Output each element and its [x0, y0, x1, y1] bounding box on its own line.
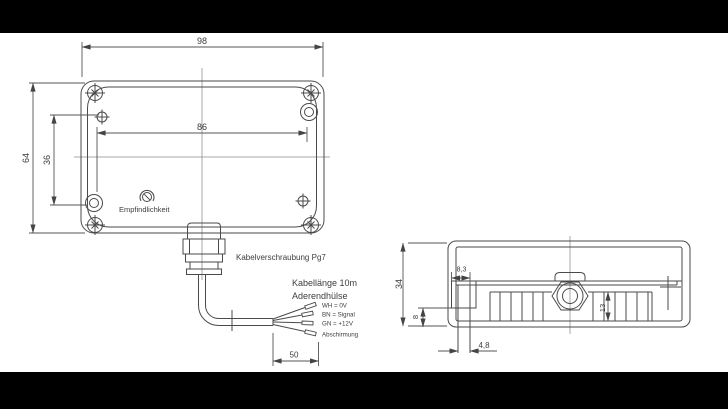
- cable-assembly: Kabellänge 10m Aderendhülse WH = 0V BN =…: [199, 275, 359, 367]
- sensitivity-pot-icon: [140, 190, 154, 201]
- dimension-hole-spacing: 36: [42, 115, 99, 205]
- enclosure-lid-seam: [88, 87, 317, 227]
- dim-8-3-value: 8,3: [457, 267, 467, 274]
- right-bracket-detail: [659, 276, 682, 310]
- phillips-screw-bottom-left: [85, 215, 105, 235]
- dim-86-value: 86: [197, 122, 207, 132]
- cable-outer-line: [199, 275, 274, 326]
- wire-label-wh: WH = 0V: [322, 303, 348, 310]
- wire-gn: [273, 321, 313, 325]
- dimension-element-height: 13: [598, 291, 611, 322]
- dim-98-value: 98: [197, 36, 207, 46]
- dim-34-value: 34: [394, 279, 404, 289]
- dim-13-value: 13: [598, 304, 607, 312]
- sensor-housing: [452, 281, 477, 308]
- letterbox-top-bar: [0, 0, 728, 33]
- dim-50-value: 50: [290, 351, 299, 360]
- ferrule-label: Aderendhülse: [292, 291, 348, 301]
- sensor-element-band: [490, 292, 652, 321]
- wire-label-bn: BN = Signal: [322, 312, 355, 319]
- letterbox-bottom-bar: [0, 372, 728, 409]
- mounting-boss-left: [86, 195, 103, 212]
- dimension-outer-width: 98: [82, 36, 323, 77]
- dimension-lens-width: 4,8: [438, 341, 497, 354]
- gland-label: Kabelverschraubung Pg7: [236, 253, 326, 262]
- phillips-screw-top-right: [301, 83, 321, 103]
- cable-length-label: Kabellänge 10m: [292, 278, 357, 288]
- side-outer-outline: [448, 241, 690, 327]
- lens-column: [458, 285, 470, 353]
- mounting-hole-top-left: [95, 110, 110, 125]
- dimension-lens-offset: 8,3: [452, 267, 471, 286]
- side-view: 34 8,3 8 13 4,8: [394, 236, 690, 354]
- dimension-outer-height: 64: [21, 83, 85, 233]
- wire-wh: [273, 302, 316, 319]
- sensitivity-label: Empfindlichkeit: [119, 205, 170, 214]
- pcb-bar: [456, 281, 677, 285]
- dim-36-value: 36: [42, 155, 52, 165]
- dim-8-value: 8: [411, 315, 420, 319]
- wire-label-gn: GN = +12V: [322, 321, 354, 328]
- cable-gland-front: [183, 223, 225, 275]
- enclosure-outer-outline: [81, 81, 324, 233]
- dimension-inner-width: 86: [97, 122, 307, 192]
- phillips-screw-bottom-right: [301, 215, 321, 235]
- dim-4-8-value: 4,8: [478, 341, 490, 350]
- wire-bn: [273, 311, 313, 320]
- dimension-side-height: 34: [394, 243, 447, 326]
- dim-64-value: 64: [21, 153, 31, 163]
- cable-inner-line: [206, 275, 274, 319]
- gland-hex-nut-side: [552, 282, 588, 310]
- gland-dome-side: [555, 273, 585, 282]
- mounting-hole-bottom-right: [296, 194, 311, 209]
- dimension-strip-length: 50: [273, 333, 319, 366]
- phillips-screw-top-left: [85, 83, 105, 103]
- dimension-bottom-clearance: 8: [411, 308, 451, 328]
- wire-shield: [273, 325, 316, 336]
- front-view: Empfindlichkeit Kabelverschraubung Pg7 9…: [21, 36, 330, 280]
- mounting-boss-right: [301, 104, 318, 121]
- wire-label-shield: Abschirmung: [322, 332, 359, 339]
